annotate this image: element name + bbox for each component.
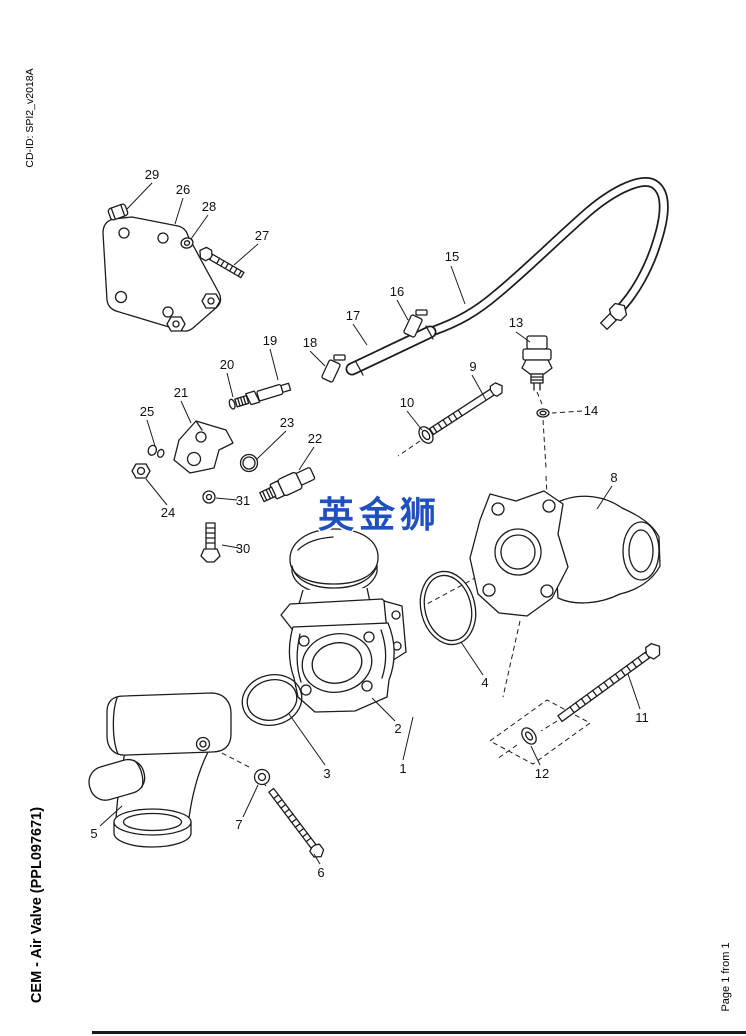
part-8-outlet-housing (469, 490, 661, 617)
clamp-18 (321, 354, 346, 383)
fitting-19 (228, 382, 292, 410)
callout-1: 1 (399, 761, 406, 776)
clamp-16 (403, 309, 428, 338)
callout-11: 11 (635, 710, 649, 725)
bolt-6 (268, 787, 325, 858)
callout-10: 10 (400, 395, 414, 410)
callout-31: 31 (236, 493, 250, 508)
callout-16: 16 (390, 284, 404, 299)
callout-22: 22 (308, 431, 322, 446)
callout-5: 5 (90, 826, 97, 841)
callout-25: 25 (140, 404, 154, 419)
nut-24 (131, 463, 151, 479)
watermark: 英金狮 (318, 494, 442, 535)
bolt-27 (199, 246, 245, 279)
callout-29: 29 (145, 167, 159, 182)
o-ring-23 (239, 453, 259, 473)
callout-7: 7 (235, 817, 242, 832)
callout-30: 30 (236, 541, 250, 556)
callout-4: 4 (481, 675, 488, 690)
callout-2: 2 (394, 721, 401, 736)
spacer-29 (107, 203, 129, 221)
o-ring-4 (419, 570, 477, 646)
callout-19: 19 (263, 333, 277, 348)
callout-12: 12 (535, 766, 549, 781)
leader-lines (99, 182, 641, 865)
callout-18: 18 (303, 335, 317, 350)
callout-labels: 1 2 3 4 5 6 7 8 9 10 11 12 13 14 15 16 1… (90, 167, 648, 880)
sensor-22 (259, 467, 316, 503)
o-ring-3 (241, 674, 303, 726)
bolt-11 (557, 642, 661, 723)
callout-17: 17 (346, 308, 360, 323)
washer-10 (418, 426, 434, 444)
washer-14 (536, 408, 550, 418)
page-bottom-edge-line (92, 1031, 746, 1034)
callout-15: 15 (445, 249, 459, 264)
part-17-hose (345, 325, 437, 376)
callout-3: 3 (323, 766, 330, 781)
callout-26: 26 (176, 182, 190, 197)
bolt-30 (200, 522, 221, 563)
bolt-9 (429, 382, 503, 436)
part-15-pipe (428, 177, 669, 336)
bracket-26 (102, 216, 222, 332)
washer-28 (180, 237, 194, 249)
pipe-end-fitting (600, 302, 628, 330)
callout-24: 24 (161, 505, 175, 520)
washer-7 (253, 768, 271, 786)
sensor-13 (521, 335, 553, 391)
callout-23: 23 (280, 415, 294, 430)
washer-31 (202, 490, 216, 504)
callout-13: 13 (509, 315, 523, 330)
bracket-21 (173, 420, 234, 474)
callout-8: 8 (610, 470, 617, 485)
part-5-elbow (88, 692, 232, 848)
washer-20 (228, 398, 236, 410)
callout-21: 21 (174, 385, 188, 400)
callout-28: 28 (202, 199, 216, 214)
callout-14: 14 (584, 403, 598, 418)
callout-6: 6 (317, 865, 324, 880)
assembly-guides (215, 391, 591, 787)
callout-20: 20 (220, 357, 234, 372)
callout-27: 27 (255, 228, 269, 243)
callout-9: 9 (469, 359, 476, 374)
washer-25 (147, 444, 165, 458)
washer-12 (521, 727, 537, 745)
part-2-valve-body (280, 528, 407, 713)
